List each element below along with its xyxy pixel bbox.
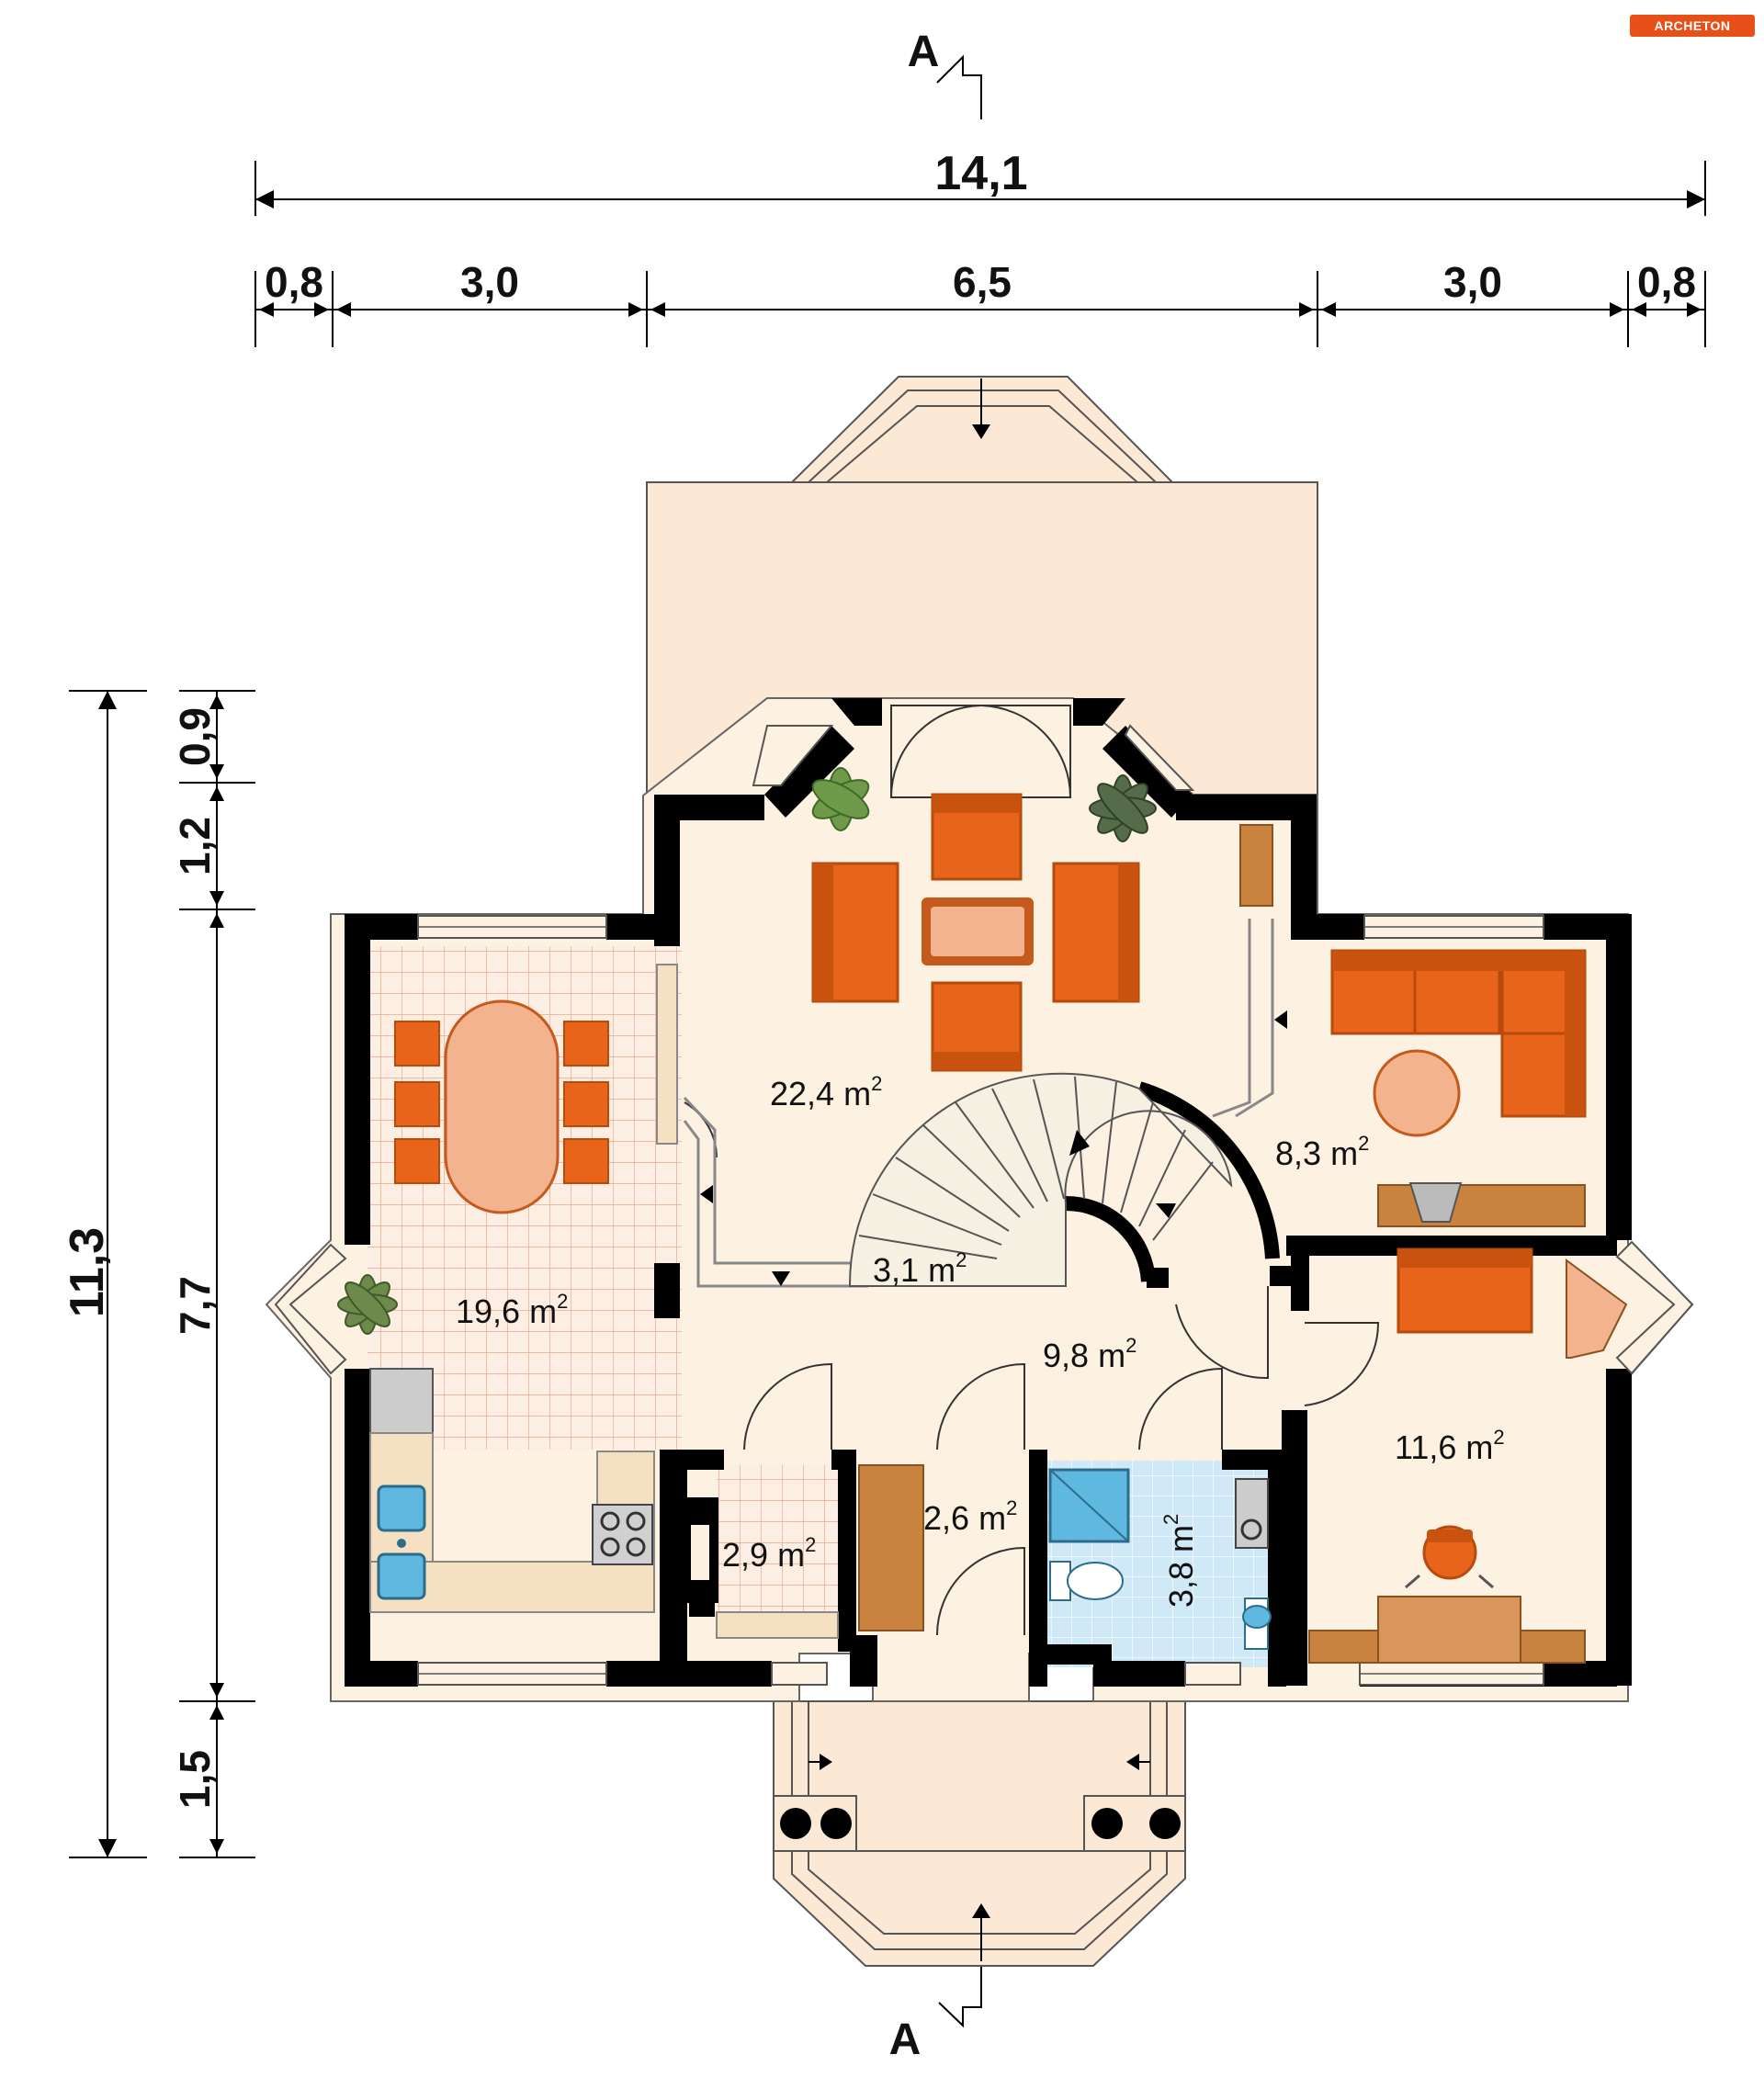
front-porch (773, 1700, 1186, 1967)
room-area-vestibule: 2,6 m2 (923, 1496, 1017, 1537)
room-area-hall: 9,8 m2 (1043, 1334, 1136, 1374)
entry-arrow-icon (972, 1903, 990, 1918)
left-segment-1: 0,9 (171, 707, 219, 766)
overall-depth-label: 11,3 (61, 1227, 114, 1317)
top-segment-5: 0,8 (1637, 258, 1696, 306)
entry-arrow-icon (1126, 1754, 1139, 1770)
boiler-furniture (680, 1497, 839, 1639)
room-area-stairs: 3,1 m2 (873, 1248, 967, 1289)
stair-arrow-icon (1069, 1130, 1090, 1156)
living-furniture (811, 793, 1273, 1072)
plant-icon (337, 1274, 398, 1335)
logo-text: ARCHETON (1654, 18, 1731, 33)
top-segment-2: 3,0 (460, 258, 519, 306)
kitchen-counter (369, 964, 678, 1613)
plant-icon (1089, 774, 1157, 842)
dimension-top-overall: 14,1 (254, 147, 1706, 216)
plant-icon (811, 767, 870, 831)
overall-width-label: 14,1 (934, 147, 1027, 200)
hall-corridor (683, 919, 1287, 1288)
bathroom-fixtures (1048, 1468, 1272, 1650)
room-area-office: 11,6 m2 (1395, 1426, 1505, 1466)
entry-arrow-icon (820, 1754, 832, 1770)
room-area-kitchen: 19,6 m2 (456, 1290, 568, 1330)
left-segment-2: 1,2 (171, 817, 219, 875)
room-labels: 22,4 m2 8,3 m2 19,6 m2 3,1 m2 9,8 m2 11,… (456, 1072, 1505, 1608)
toilet-icon (1049, 1561, 1124, 1601)
section-mark-bottom: A (889, 2015, 922, 2064)
top-segment-1: 0,8 (265, 258, 323, 306)
dining-furniture (394, 999, 609, 1214)
dimension-left-overall: 11,3 (61, 690, 147, 1858)
dimension-left-segments: 0,9 1,2 7,7 1,5 (171, 690, 255, 1858)
chair-icon (1405, 1525, 1494, 1589)
walls (345, 698, 1632, 1687)
stove-icon (592, 1504, 653, 1565)
sink-icon (377, 1484, 426, 1600)
windows (274, 724, 1694, 1686)
office-furniture (1308, 1247, 1628, 1664)
left-segment-3: 7,7 (171, 1276, 219, 1335)
room-area-bathroom: 3,8 m2 (1159, 1514, 1200, 1608)
sink-icon (1242, 1597, 1272, 1650)
porch-column-icon (773, 1795, 1186, 1852)
section-marker-bottom: A (889, 1957, 982, 2064)
section-marker-top: A (908, 28, 982, 119)
stove-icon (1235, 1478, 1269, 1549)
wardrobe (858, 1464, 924, 1631)
room-area-boiler: 2,9 m2 (722, 1533, 816, 1574)
entry-arrow-icon (972, 424, 990, 439)
direction-arrow-icon (772, 1271, 790, 1286)
study-furniture (1330, 949, 1587, 1227)
section-mark-top: A (908, 28, 940, 76)
boiler-floor (717, 1465, 838, 1635)
direction-arrow-icon (700, 1185, 713, 1203)
stair-arrow-icon (1156, 1203, 1176, 1218)
top-segment-4: 3,0 (1443, 258, 1502, 306)
dimension-top-segments: 0,8 3,0 6,5 3,0 0,8 (254, 258, 1706, 347)
shower-icon (1048, 1468, 1130, 1543)
spiral-staircase (848, 1072, 1233, 1287)
room-area-study: 8,3 m2 (1275, 1132, 1369, 1172)
archeton-logo: ARCHETON (1630, 15, 1755, 37)
top-segment-3: 6,5 (953, 258, 1012, 306)
left-segment-4: 1,5 (171, 1750, 219, 1809)
room-area-living: 22,4 m2 (770, 1072, 882, 1112)
